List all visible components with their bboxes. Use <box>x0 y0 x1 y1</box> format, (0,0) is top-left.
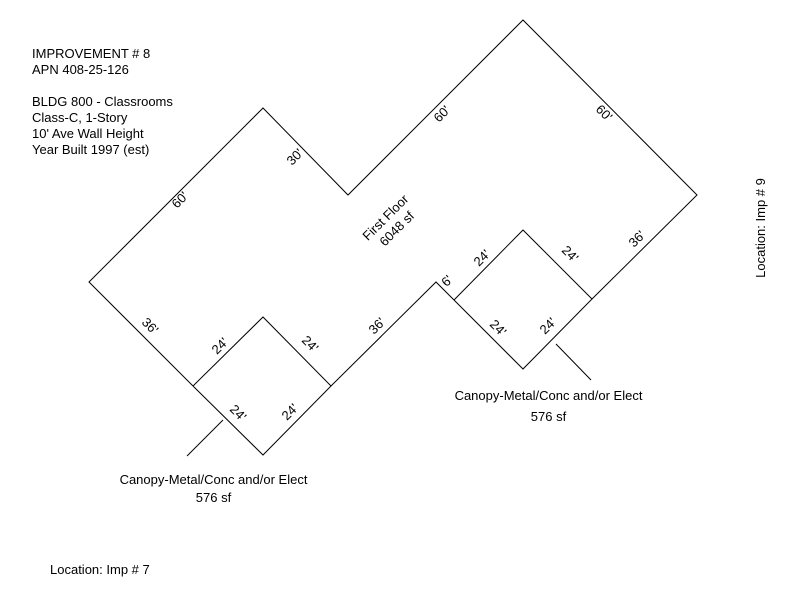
canopy-left-outline <box>192 316 332 456</box>
dim-canopy-right-nw: 24' <box>471 247 494 270</box>
wall-height: 10' Ave Wall Height <box>32 126 144 141</box>
improvement-title: IMPROVEMENT # 8 <box>32 46 151 61</box>
first-floor-outline-lower <box>330 281 455 387</box>
dim-main-left-lower: 36' <box>139 315 162 338</box>
dim-main-bottom-mid: 36' <box>366 315 389 338</box>
canopy-right-label: Canopy-Metal/Conc and/or Elect 576 sf <box>440 388 657 424</box>
building-class: Class-C, 1-Story <box>32 110 128 125</box>
canopy-left-name: Canopy-Metal/Conc and/or Elect <box>119 472 308 487</box>
canopy-right-outline <box>453 229 593 370</box>
dim-main-top-left: 60' <box>169 189 192 212</box>
canopy-right-arrow <box>555 343 592 381</box>
dim-main-top-mid: 60' <box>431 103 454 126</box>
canopy-right-area: 576 sf <box>530 409 567 424</box>
year-built: Year Built 1997 (est) <box>32 142 150 157</box>
canopy-left-arrow <box>186 419 224 457</box>
location-right: Location: Imp # 9 <box>753 178 768 278</box>
apn: APN 408-25-126 <box>32 62 129 77</box>
building-name: BLDG 800 - Classrooms <box>32 94 173 109</box>
location-bottom: Location: Imp # 7 <box>50 562 150 577</box>
dim-canopy-left-sw: 24' <box>227 402 250 425</box>
dim-canopy-right-se: 24' <box>537 315 560 338</box>
dim-main-top-right: 60' <box>593 102 616 125</box>
dim-canopy-left-nw: 24' <box>209 335 232 358</box>
first-floor-outline <box>88 19 698 387</box>
dim-canopy-left-ne: 24' <box>299 333 322 356</box>
canopy-right-name: Canopy-Metal/Conc and/or Elect <box>454 388 643 403</box>
canopy-left-label: Canopy-Metal/Conc and/or Elect 576 sf <box>105 472 322 505</box>
improvement-info: IMPROVEMENT # 8 APN 408-25-126 BLDG 800 … <box>32 46 173 158</box>
dim-canopy-right-ne: 24' <box>559 243 582 266</box>
canopy-left-area: 576 sf <box>195 490 232 505</box>
